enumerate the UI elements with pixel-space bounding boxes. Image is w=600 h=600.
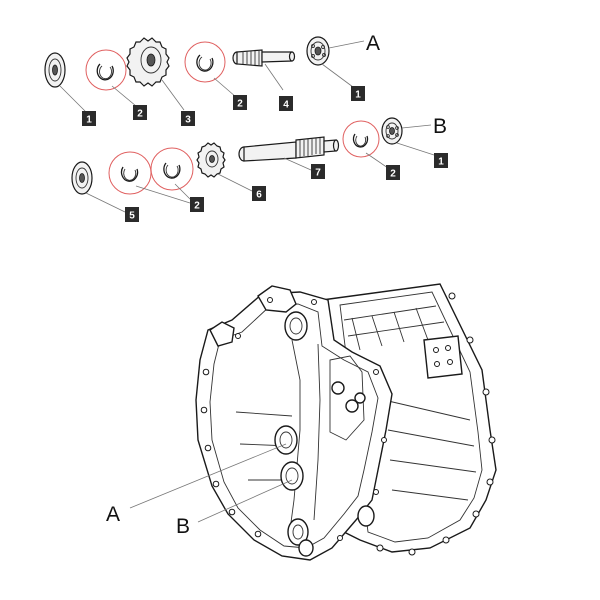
bearing-5 (71, 161, 126, 213)
callout-7: 7 (311, 164, 325, 179)
letter-a-housing: A (106, 503, 120, 526)
gear-6 (196, 142, 253, 192)
svg-text:1: 1 (355, 90, 361, 101)
callout-1-c: 1 (434, 153, 448, 168)
leader-line-a (129, 443, 287, 509)
svg-text:7: 7 (315, 168, 321, 179)
callout-2-c: 2 (386, 165, 400, 180)
svg-text:4: 4 (283, 100, 289, 111)
leader-line-b (197, 479, 293, 523)
svg-text:3: 3 (185, 115, 191, 126)
letter-a-top: A (366, 32, 380, 55)
circlip-2-b (184, 41, 237, 98)
callout-6: 6 (252, 186, 266, 201)
svg-text:6: 6 (256, 190, 262, 201)
svg-text:2: 2 (194, 201, 200, 212)
svg-text:2: 2 (137, 109, 143, 120)
callout-2-b: 2 (233, 95, 247, 110)
svg-text:5: 5 (129, 211, 135, 222)
circlip-2-d-pair (108, 147, 194, 204)
circlip-2-a (85, 49, 137, 107)
gearbox-housing (195, 283, 497, 561)
svg-text:2: 2 (390, 169, 396, 180)
callout-4: 4 (279, 96, 293, 111)
svg-text:1: 1 (86, 115, 92, 126)
callout-1-a: 1 (82, 111, 96, 126)
callout-5: 5 (125, 207, 139, 222)
shaft-4 (232, 49, 296, 91)
svg-text:2: 2 (237, 99, 243, 110)
bearing-1-left (44, 52, 87, 113)
bearing-1-b (381, 117, 435, 156)
callout-3: 3 (181, 111, 195, 126)
callout-2-d: 2 (190, 197, 204, 212)
shaft-7 (238, 136, 340, 171)
callout-1-b: 1 (351, 86, 365, 101)
callout-2-a: 2 (133, 105, 147, 120)
circlip-2-c (342, 120, 389, 169)
letter-b-housing: B (176, 515, 190, 538)
letter-b-top: B (433, 115, 447, 138)
svg-text:1: 1 (438, 157, 444, 168)
bearing-1-a (306, 36, 365, 88)
gear-3 (126, 37, 185, 111)
